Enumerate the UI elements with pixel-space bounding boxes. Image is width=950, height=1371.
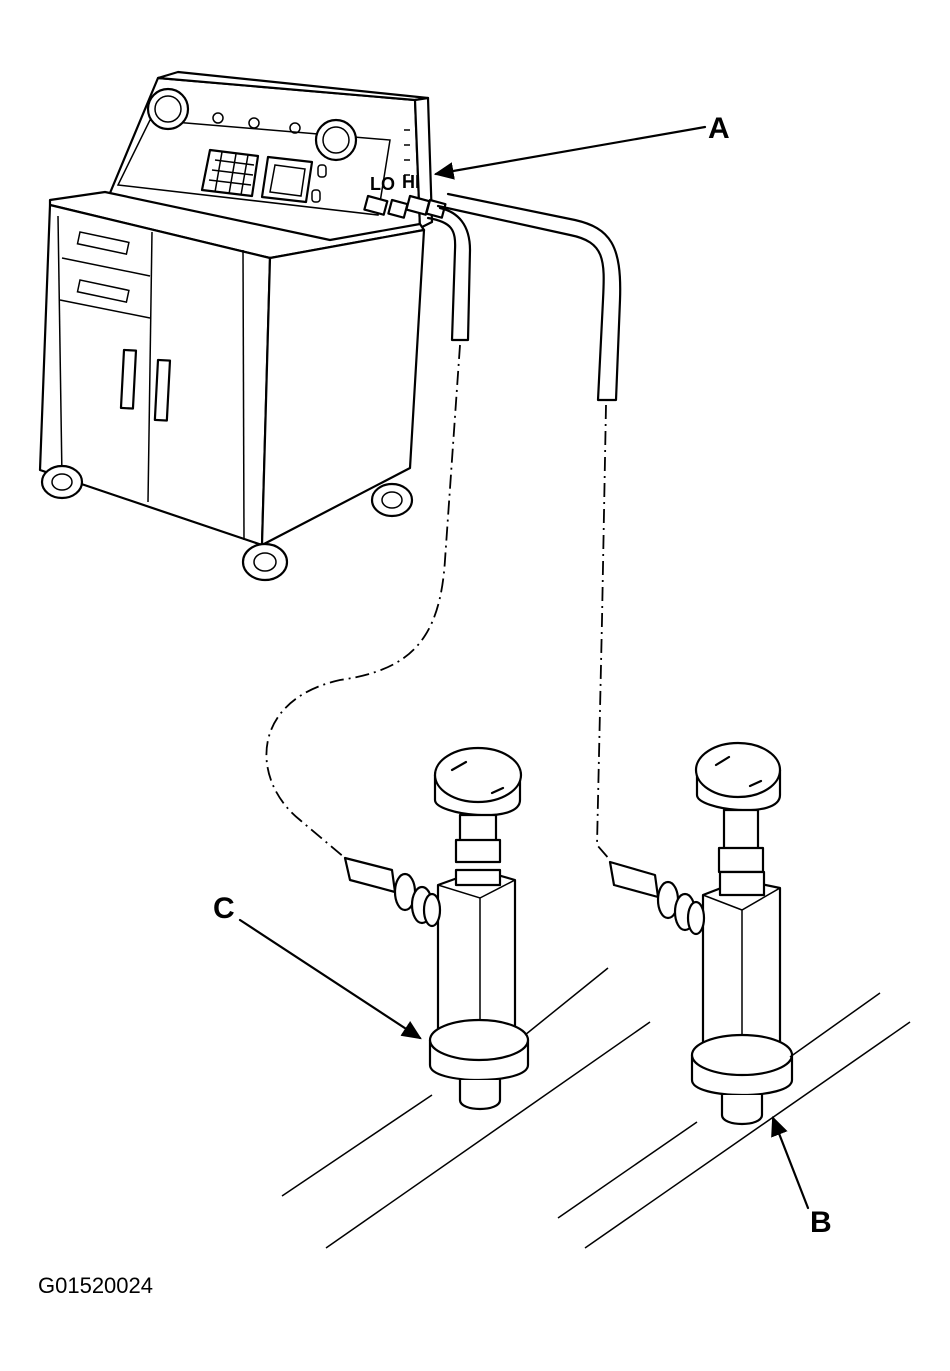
low-side-coupler xyxy=(343,746,530,1111)
callout-c: C xyxy=(213,892,422,1040)
wheels xyxy=(40,464,414,582)
port-fittings xyxy=(363,194,447,219)
keypad xyxy=(200,148,260,198)
high-pressure-gauge xyxy=(314,118,358,162)
low-pressure-gauge xyxy=(146,87,190,131)
callout-b: B xyxy=(771,1115,832,1239)
high-side-coupler xyxy=(608,741,794,1126)
label-c: C xyxy=(213,892,235,925)
callout-a: A xyxy=(433,112,730,180)
label-a: A xyxy=(708,112,730,145)
service-pipes xyxy=(281,967,911,1249)
hi-port-label: HI xyxy=(402,172,420,192)
high-side-hose xyxy=(436,192,622,861)
label-b: B xyxy=(810,1206,832,1239)
service-station: LO HI xyxy=(38,70,447,582)
figure-id: G01520024 xyxy=(38,1273,153,1298)
display-screen xyxy=(260,155,314,204)
lo-port-label: LO xyxy=(370,174,395,194)
low-side-hose xyxy=(265,206,472,859)
